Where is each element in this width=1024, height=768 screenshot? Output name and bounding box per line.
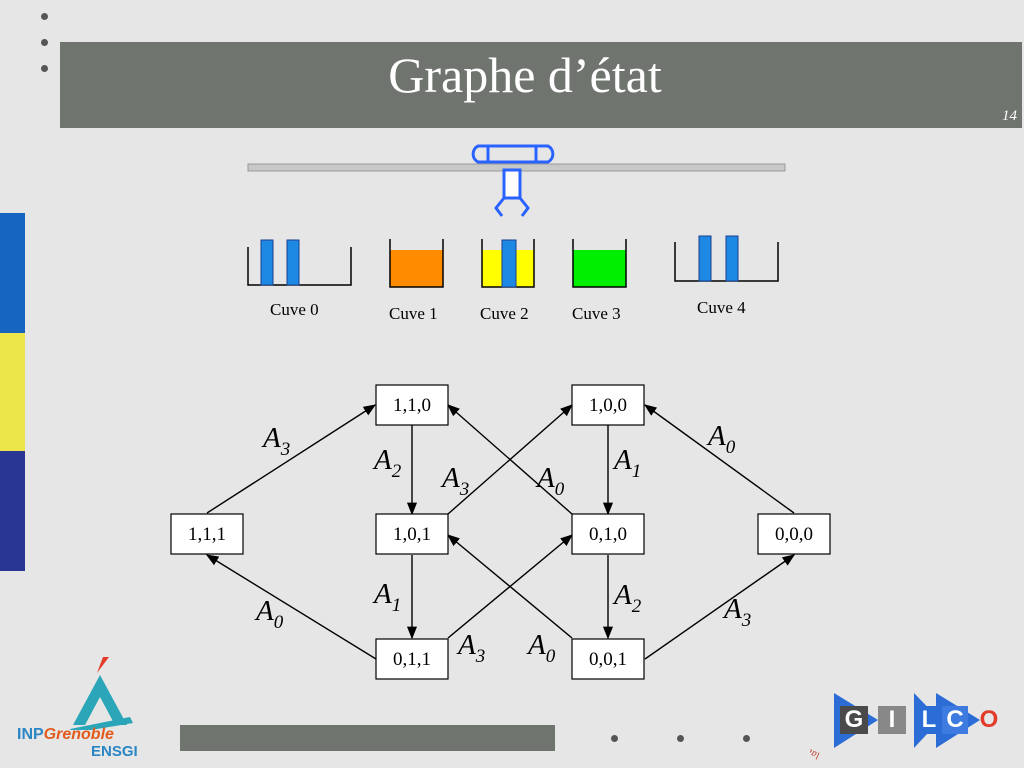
decorative-bullet: [41, 13, 48, 20]
title-bar: [60, 42, 1022, 128]
cuve-4: [674, 235, 779, 282]
cuve-2: [481, 239, 535, 288]
side-stripe-blue: [0, 213, 25, 333]
state-node: 1,1,1: [170, 513, 244, 555]
cuve-1: [389, 239, 444, 288]
inp-mountain-icon: [70, 657, 133, 730]
state-node-label: 0,0,1: [589, 649, 627, 670]
edge-label: A0: [535, 462, 565, 500]
cuve-label: Cuve 3: [572, 304, 621, 323]
state-node: 1,0,1: [375, 513, 449, 555]
side-stripe-yellow: [0, 333, 25, 451]
edge-arrow: [643, 404, 795, 514]
state-node-label: 0,1,0: [589, 524, 627, 545]
decorative-bullet: [41, 65, 48, 72]
edge-arrow: [447, 404, 573, 515]
edge-label: A0: [706, 420, 736, 458]
grenoble-text: Grenoble: [43, 726, 114, 743]
state-node-label: 0,0,0: [775, 524, 813, 545]
gilco-letter: I: [888, 706, 896, 733]
cuve-label: Cuve 2: [480, 304, 529, 323]
decorative-bullet: [41, 39, 48, 46]
footer-bar: [180, 725, 555, 751]
state-node: 0,0,0: [757, 513, 831, 555]
state-node-label: 0,1,1: [393, 649, 431, 670]
inp-text: INP: [17, 726, 44, 743]
state-node-label: 1,1,1: [188, 524, 226, 545]
edge-label: A3: [261, 422, 290, 460]
edge-label: A0: [254, 595, 284, 633]
inp-grenoble-logo: INPGrenoble ENSGI: [15, 655, 155, 760]
cuve-label: Cuve 1: [389, 304, 438, 323]
edge-label: A2: [612, 579, 642, 617]
gilco-shapes: laboratoire: [810, 693, 980, 761]
state-node: 0,0,1: [571, 638, 645, 680]
footer-dot: [611, 735, 618, 742]
cuve-0-bar: [286, 239, 300, 286]
gilco-arc-text: laboratoire: [810, 717, 821, 760]
state-node: 0,1,0: [571, 513, 645, 555]
edge-label: A0: [526, 629, 556, 667]
cuve-0: [247, 239, 352, 286]
cuve-2-bar: [501, 239, 517, 288]
gilco-letter: O: [979, 706, 999, 733]
gilco-letter: G: [844, 706, 864, 733]
edge-arrow: [644, 554, 796, 660]
edge-label: A2: [372, 444, 402, 482]
cuve-0-bar: [260, 239, 274, 286]
slide-title: Graphe d’état: [388, 47, 662, 103]
state-node: 1,1,0: [375, 384, 449, 426]
cuve-4-bar: [698, 235, 712, 282]
cuve-label: Cuve 4: [697, 298, 746, 317]
gilco-letter: C: [946, 706, 964, 733]
state-node: 0,1,1: [375, 638, 449, 680]
state-node-label: 1,1,0: [393, 395, 431, 416]
ensgi-text: ENSGI: [91, 743, 138, 760]
cuve-3: [572, 239, 627, 288]
gilco-letter: L: [921, 706, 937, 733]
slide-number: 14: [1002, 108, 1017, 124]
edge-label: A3: [456, 629, 485, 667]
edge-label: A1: [372, 578, 401, 616]
cuve-label: Cuve 0: [270, 300, 319, 319]
state-node-label: 1,0,1: [393, 524, 431, 545]
edge-label: A3: [440, 462, 469, 500]
state-node-label: 1,0,0: [589, 395, 627, 416]
gilco-logo: laboratoire G I L C O: [810, 688, 1010, 763]
cuve-4-bar: [725, 235, 739, 282]
edge-arrow: [205, 554, 377, 660]
footer-dot: [677, 735, 684, 742]
hoist-icon: [471, 144, 555, 217]
side-stripe-navy: [0, 451, 25, 571]
footer-dot: [743, 735, 750, 742]
edge-label: A1: [612, 444, 641, 482]
edge-arrow: [206, 404, 377, 514]
state-node: 1,0,0: [571, 384, 645, 426]
edge-label: A3: [722, 593, 751, 631]
edge-arrow: [447, 534, 573, 639]
